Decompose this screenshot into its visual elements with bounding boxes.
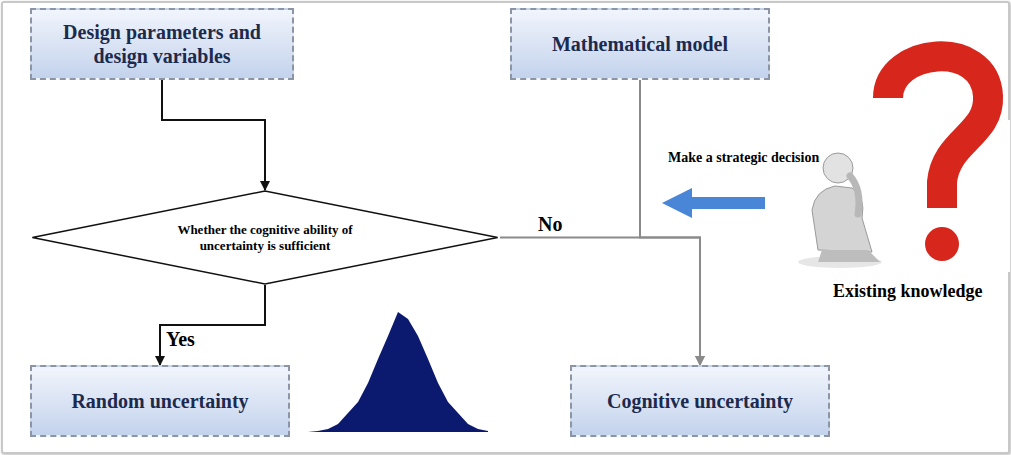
model-box: Mathematical model (510, 8, 770, 80)
merge-arrow (640, 80, 700, 365)
node-text: Whether the cognitive ability of uncerta… (175, 222, 355, 254)
question-mark (888, 56, 988, 261)
result-box: Cognitive uncertainty (570, 365, 830, 437)
edge-label: Yes (166, 328, 195, 351)
node-text: Mathematical model (542, 32, 738, 56)
flow-arrow (162, 80, 265, 190)
edge-label: No (538, 213, 562, 236)
normal-distribution (308, 312, 488, 432)
decision-diamond: Whether the cognitive ability of uncerta… (30, 190, 500, 285)
flow-arrow (160, 285, 265, 365)
input-box: Design parameters and design variables (30, 8, 294, 80)
node-text: Random uncertainty (61, 389, 258, 413)
figure-caption: Existing knowledge (833, 281, 983, 302)
node-text: Design parameters and design variables (32, 20, 292, 68)
decision-arrow (662, 188, 765, 218)
flow-arrow (500, 238, 700, 366)
node-text: Cognitive uncertainty (597, 389, 803, 413)
result-box: Random uncertainty (30, 365, 290, 437)
annotation: Make a strategic decision (668, 150, 819, 166)
